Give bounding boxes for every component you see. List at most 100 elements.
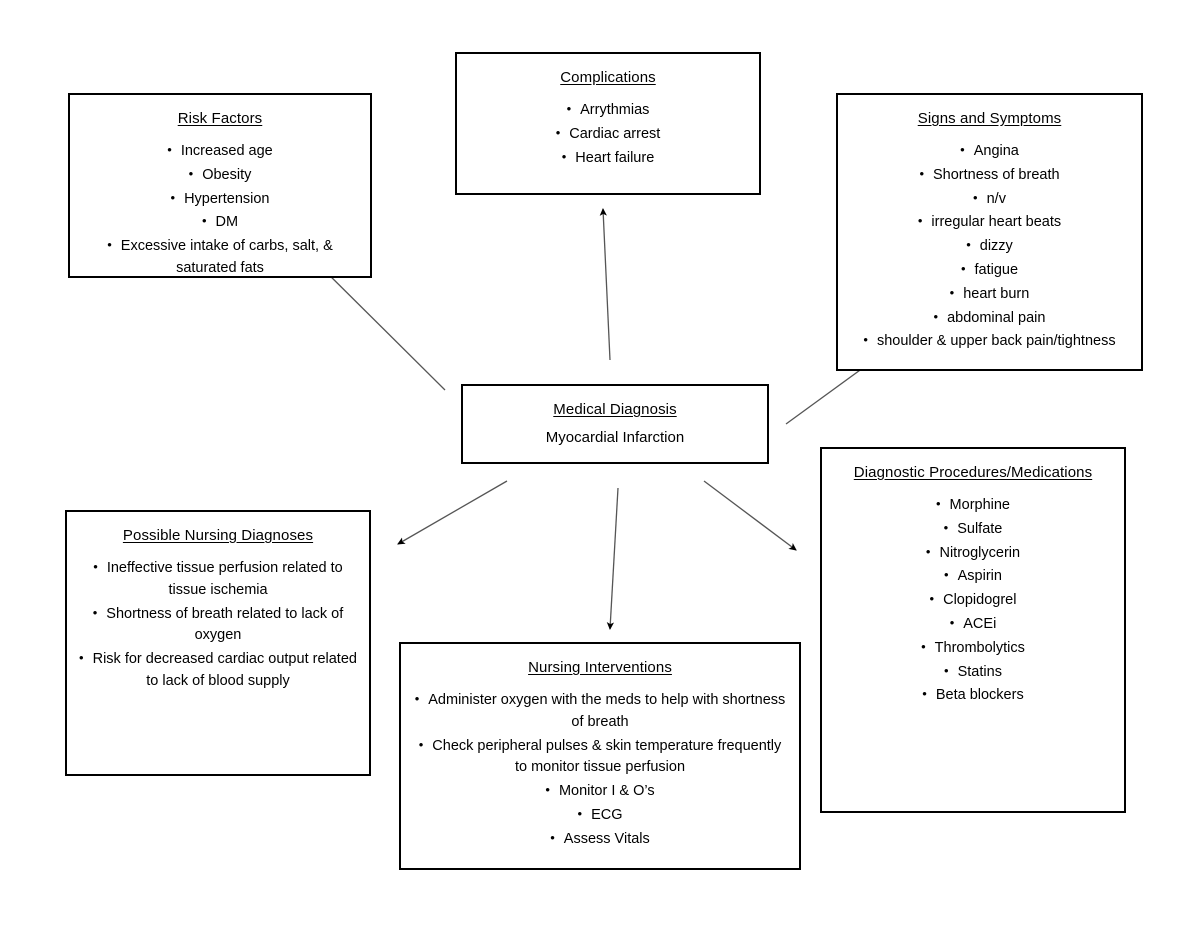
box-signs-and-symptoms-title: Signs and Symptoms [917, 110, 1062, 127]
list-item-label: Sulfate [957, 520, 1003, 537]
list-item: • heart burn [848, 282, 1131, 306]
bullet-icon: • [561, 148, 567, 164]
list-item-label: Beta blockers [935, 687, 1024, 704]
bullet-icon: • [949, 284, 955, 300]
bullet-icon: • [973, 189, 978, 205]
list-item-label: Morphine [949, 497, 1010, 513]
bullet-icon: • [92, 604, 98, 620]
bullet-icon: • [925, 543, 931, 559]
bullet-icon: • [414, 691, 420, 706]
list-item: • DM [80, 210, 360, 234]
bullet-icon: • [929, 591, 935, 607]
bullet-icon: • [966, 237, 971, 253]
connector-arrow-to-complications [599, 207, 611, 361]
box-complications-title: Complications [560, 69, 656, 86]
list-item-label: Statins [957, 663, 1002, 680]
list-item-label: heart burn [963, 285, 1030, 302]
list-item: • ECG [411, 803, 789, 827]
list-item-label: Nitroglycerin [939, 544, 1021, 561]
list-item: • Shortness of breath [848, 163, 1131, 187]
list-item-label: Thrombolytics [934, 639, 1025, 656]
bullet-icon: • [935, 496, 941, 511]
bullet-icon: • [201, 213, 207, 229]
list-item-label: Increased age [180, 143, 273, 159]
list-item: • fatigue [848, 258, 1131, 282]
list-item: • Assess Vitals [411, 827, 789, 851]
box-complications: Complications •Arrythmias•Cardiac arrest… [455, 52, 761, 195]
bullet-icon: • [917, 213, 923, 229]
list-item: • Ineffective tissue perfusion related to… [77, 556, 359, 602]
box-nursing-interventions: Nursing Interventions •Administer oxygen… [399, 642, 801, 870]
bullet-icon: • [944, 662, 949, 678]
list-item: • abdominal pain [848, 306, 1131, 330]
list-item: •Monitor I & O’s [411, 779, 789, 803]
bullet-icon: • [922, 686, 927, 702]
list-item-label: Angina [973, 143, 1019, 159]
list-item: • Shortness of breath related to lack of … [77, 602, 359, 648]
list-item: • Beta blockers [832, 683, 1114, 707]
list-item: • Angina [848, 139, 1131, 163]
box-medical-diagnosis-title: Medical Diagnosis [553, 401, 677, 418]
bullet-icon: • [577, 805, 583, 821]
list-item-label: Excessive intake of carbs, salt, & satur… [120, 238, 333, 276]
list-item-label: Shortness of breath related to lack of o… [106, 605, 344, 644]
bullet-icon: • [93, 559, 98, 574]
list-item: • Arrythmias [467, 98, 749, 122]
box-medical-diagnosis: Medical Diagnosis Myocardial Infarction [461, 384, 769, 464]
list-item-label: DM [215, 214, 239, 231]
box-possible-nursing-diagnoses-list: • Ineffective tissue perfusion related to… [77, 556, 359, 693]
box-diagnostic-procedures-medications-title: Diagnostic Procedures/Medications [853, 464, 1093, 481]
list-item-label: Monitor I & O’s [558, 783, 655, 800]
bullet-icon: • [944, 567, 949, 583]
bullet-icon: • [960, 142, 965, 157]
list-item: • irregular heart beats [848, 210, 1131, 234]
list-item-label: fatigue [974, 261, 1019, 278]
list-item: • Nitroglycerin [832, 541, 1114, 565]
bullet-icon: • [550, 829, 555, 845]
list-item-label: Ineffective tissue perfusion related to … [106, 560, 343, 598]
list-item-label: shoulder & upper back pain/tightness [876, 333, 1116, 350]
box-nursing-interventions-title: Nursing Interventions [528, 659, 672, 676]
list-item: • Aspirin [832, 564, 1114, 588]
bullet-icon: • [943, 519, 949, 535]
box-risk-factors-list: • Increased age • Obesity • Hypertension • DM • E… [80, 139, 360, 280]
bullet-icon: • [107, 237, 112, 253]
list-item: • Heart failure [467, 146, 749, 170]
bullet-icon: • [170, 189, 176, 205]
list-item-label: Aspirin [957, 568, 1002, 585]
list-item: •Risk for decreased cardiac output relat… [77, 647, 359, 693]
list-item: •n/v [848, 187, 1131, 211]
list-item: •Check peripheral pulses & skin temperat… [411, 734, 789, 780]
box-possible-nursing-diagnoses: Possible Nursing Diagnoses •Ineffective … [65, 510, 371, 776]
bullet-icon: • [167, 142, 172, 157]
list-item: • Morphine [832, 493, 1114, 517]
list-item-label: Heart failure [575, 149, 655, 166]
list-item: •shoulder & upper back pain/tightness [848, 329, 1131, 353]
list-item: • Administer oxygen with the meds to help… [411, 688, 789, 734]
list-item: •dizzy [848, 234, 1131, 258]
list-item-label: irregular heart beats [931, 214, 1062, 231]
bullet-icon: • [933, 308, 939, 324]
list-item-label: Risk for decreased cardiac output relate… [92, 651, 357, 689]
bullet-icon: • [919, 165, 924, 181]
connector-arrow-to-nursing-interventions [606, 487, 619, 631]
box-medical-diagnosis-value: Myocardial Infarction [545, 429, 685, 446]
bullet-icon: • [960, 260, 966, 276]
list-item-label: Arrythmias [580, 102, 650, 118]
list-item-label: Hypertension [184, 190, 270, 207]
bullet-icon: • [418, 736, 424, 752]
list-item: • Sulfate [832, 517, 1114, 541]
list-item-label: Administer oxygen with the meds to help … [428, 692, 786, 730]
bullet-icon: • [188, 165, 194, 181]
list-item: • Statins [832, 660, 1114, 684]
list-item-label: Assess Vitals [563, 830, 650, 847]
box-diagnostic-procedures-medications: Diagnostic Procedures/Medications •Morph… [820, 447, 1126, 813]
bullet-icon: • [566, 101, 572, 116]
box-complications-list: •Arrythmias•Cardiac arrest•Heart failure [467, 98, 749, 169]
list-item-label: abdominal pain [947, 309, 1046, 326]
list-item-label: Obesity [202, 166, 252, 183]
list-item: • Excessive intake of carbs, salt, & satu… [80, 234, 360, 280]
list-item-label: ECG [591, 806, 623, 823]
list-item-label: Shortness of breath [933, 166, 1060, 183]
list-item: • Increased age [80, 139, 360, 163]
